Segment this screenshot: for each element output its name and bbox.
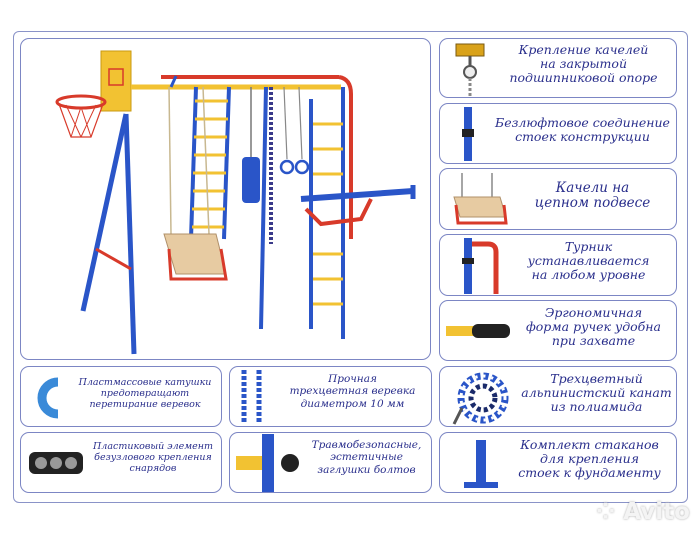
avito-watermark: ⁘ Avito (596, 499, 690, 525)
gymnastic-rings (279, 86, 310, 175)
dip-bars (300, 185, 416, 227)
basketball-stand (55, 50, 137, 355)
swing (163, 86, 228, 281)
caption-handles: Эргономичная форма ручек удобна при захв… (526, 305, 661, 348)
feature-chain-swing: Качели на цепном подвесе (439, 168, 677, 230)
feature-reels: Пластмассовые катушки предотвращают пере… (20, 366, 222, 427)
feature-swing-mount: Крепление качелей на закрытой подшипнико… (439, 38, 677, 98)
feature-holder: Пластиковый элемент безузлового креплени… (20, 432, 222, 493)
caption-rope: Трехцветный альпинистский канат из полиа… (521, 371, 672, 414)
punching-bag (242, 87, 260, 203)
caption-reels: Пластмассовые катушки предотвращают пере… (78, 377, 212, 411)
coiled-rope-icon (452, 372, 509, 425)
anchor-cup-icon (464, 440, 498, 488)
feature-cord: Прочная трехцветная веревка диаметром 10… (229, 366, 432, 427)
holder-element-icon (29, 452, 83, 474)
caption-holder: Пластиковый элемент безузлового креплени… (93, 441, 213, 475)
braided-cord-icon (241, 370, 262, 424)
caption-bolt-caps: Травмобезопасные, эстетичные заглушки бо… (311, 439, 422, 476)
main-illustration-panel (20, 38, 431, 360)
swing-mount-icon (455, 43, 485, 96)
caption-chain-swing: Качели на цепном подвесе (534, 180, 651, 212)
caption-anchors: Комплект стаканов для крепления стоек к … (518, 437, 661, 480)
feature-rope: Трехцветный альпинистский канат из полиа… (439, 366, 677, 427)
caption-boltless-joint: Безлюфтовое соединение стоек конструкции (495, 115, 670, 144)
feature-pullup-bar: Турник устанавливается на любом уровне (439, 234, 677, 296)
feature-bolt-caps: Травмобезопасные, эстетичные заглушки бо… (229, 432, 432, 493)
playground-illustration (55, 50, 416, 355)
ladder (189, 86, 231, 240)
pullup-bar-icon (462, 238, 499, 294)
caption-swing-mount: Крепление качелей на закрытой подшипнико… (509, 42, 658, 85)
avito-logo-icon: ⁘ (596, 499, 624, 525)
caption-pullup-bar: Турник устанавливается на любом уровне (527, 239, 650, 282)
top-frame (131, 75, 353, 339)
post-joint-icon (462, 107, 474, 161)
swing-seat-icon (453, 173, 508, 225)
bolt-cap-icon (236, 434, 299, 492)
feature-handles: Эргономичная форма ручек удобна при захв… (439, 300, 677, 361)
feature-boltless-joint: Безлюфтовое соединение стоек конструкции (439, 103, 677, 164)
caption-cord: Прочная трехцветная веревка диаметром 10… (289, 373, 416, 410)
reel-icon (37, 377, 59, 419)
handle-grip-icon (446, 324, 510, 338)
feature-anchors: Комплект стаканов для крепления стоек к … (439, 432, 677, 493)
wall-bars (309, 99, 343, 329)
